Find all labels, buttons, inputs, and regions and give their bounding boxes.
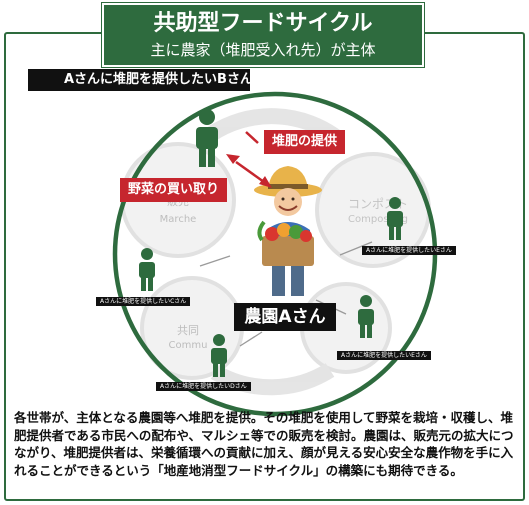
label-person-b: Aさんに堆肥を提供したいBさん	[28, 69, 253, 91]
page-title: 共助型フードサイクル	[153, 11, 373, 36]
commu-en-text: Commu	[169, 340, 208, 351]
arrow-c	[199, 255, 231, 267]
compost-en-text: Composting	[348, 214, 408, 225]
bg-arc-bottom	[210, 363, 335, 396]
farmer-icon	[254, 166, 322, 296]
commu-jp-text: 共同	[177, 324, 199, 337]
person-b-icon	[196, 109, 218, 167]
label-person-e: Aさんに堆肥を提供したいEさん	[362, 246, 456, 255]
arrow-e	[339, 241, 373, 256]
label-compost-provision: 堆肥の提供	[264, 130, 346, 154]
compost-arrow	[245, 131, 259, 144]
veg-arrowhead	[226, 154, 240, 164]
marche-en-text: Marche	[160, 214, 197, 225]
label-veg-purchase: 野菜の買い取り	[120, 178, 228, 202]
arrow-d	[239, 331, 263, 347]
page-subtitle: 主に農家（堆肥受入れ先）が主体	[150, 41, 376, 59]
person-f-icon	[358, 295, 374, 338]
person-icons	[139, 109, 403, 377]
person-c-icon	[139, 248, 155, 291]
label-person-f: Aさんに堆肥を提供したいEさん	[337, 351, 431, 360]
label-person-c: Aさんに堆肥を提供したいCさん	[96, 297, 191, 306]
description-text: 各世帯が、主体となる農園等へ堆肥を提供。その堆肥を使用して野菜を栽培・収穫し、堆…	[14, 410, 514, 478]
veg-arrow-line	[235, 160, 265, 184]
person-e-icon	[387, 197, 403, 240]
person-d-icon	[211, 334, 227, 377]
label-farm-a: 農園Aさん	[234, 303, 336, 331]
label-person-d: Aさんに堆肥を提供したいDさん	[156, 382, 251, 391]
red-arrows	[226, 131, 272, 188]
compost-arrowhead	[259, 176, 272, 188]
header-title-box: 共助型フードサイクル 主に農家（堆肥受入れ先）が主体	[101, 2, 425, 68]
